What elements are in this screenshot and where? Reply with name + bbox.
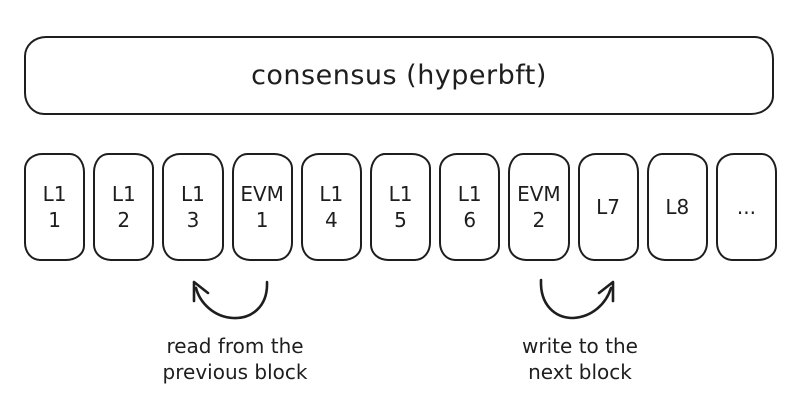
block-label-line2: 2 (532, 208, 546, 232)
consensus-box: consensus (hyperbft) (24, 36, 774, 115)
block-l1-6: L1 6 (439, 153, 501, 261)
block-label-line1: EVM (240, 182, 284, 206)
write-annotation-line1: write to the (522, 334, 638, 358)
block-l1-2: L1 2 (93, 153, 155, 261)
block-l8: L8 (646, 153, 708, 261)
consensus-label: consensus (hyperbft) (251, 60, 547, 91)
block-evm-1: EVM 1 (231, 153, 293, 261)
block-label-line1: L1 (181, 182, 205, 206)
blocks-row: L1 1 L1 2 L1 3 EVM 1 L1 4 L1 5 L1 6 EVM (24, 153, 778, 261)
read-annotation-line1: read from the (166, 334, 304, 358)
block-label-line1: EVM (517, 182, 561, 206)
block-label-line1: L1 (42, 182, 67, 206)
block-evm-2: EVM 2 (508, 153, 570, 261)
block-l1-5: L1 5 (369, 153, 432, 261)
read-annotation-line2: previous block (162, 360, 308, 384)
read-arrow-icon (192, 280, 269, 320)
block-ellipsis: ... (715, 153, 778, 261)
block-label-line1: L7 (596, 195, 621, 219)
block-l1-4: L1 4 (300, 153, 362, 261)
block-label-line2: 3 (186, 208, 200, 232)
block-l7: L7 (577, 153, 639, 261)
block-label-line2: 4 (324, 208, 338, 232)
block-label-line2: 2 (117, 208, 131, 232)
block-l1-1: L1 1 (24, 153, 86, 261)
block-label-line1: ... (736, 195, 756, 219)
block-label-line1: L8 (665, 195, 690, 219)
write-arrow-icon (539, 278, 615, 320)
block-label-line1: L1 (319, 182, 344, 206)
block-label-line2: 5 (394, 208, 407, 232)
block-label-line1: L1 (111, 182, 136, 206)
read-annotation: read from the previous block (125, 333, 345, 385)
block-label-line2: 6 (463, 208, 477, 232)
block-label-line1: L1 (457, 182, 482, 206)
write-annotation: write to the next block (470, 333, 690, 385)
block-label-line1: L1 (388, 182, 413, 206)
write-annotation-line2: next block (528, 360, 632, 384)
block-label-line2: 1 (255, 208, 269, 232)
block-label-line2: 1 (48, 208, 61, 232)
block-l1-3: L1 3 (162, 153, 224, 261)
